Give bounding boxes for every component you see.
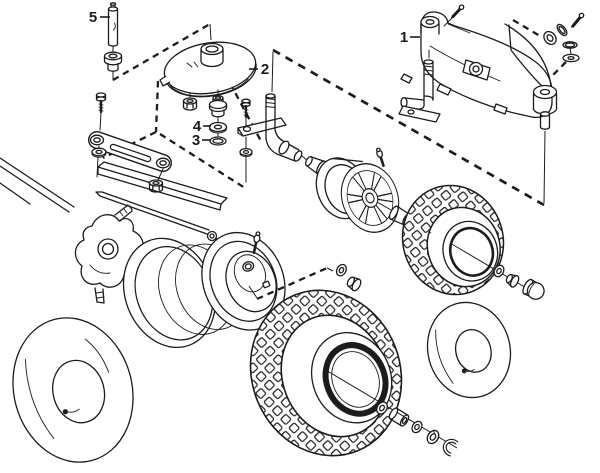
arm-bolt: [95, 92, 107, 131]
tire-medium: [401, 184, 505, 296]
flanged-bushing: [208, 89, 228, 118]
hub-nut: [505, 273, 520, 288]
tire-large: [249, 289, 403, 457]
arm-nut: [148, 168, 164, 193]
pin-bushing: [103, 45, 123, 81]
washer-leader: [326, 267, 334, 272]
axle-washer-2: [411, 420, 423, 434]
valve-stem: [252, 231, 261, 255]
axle-spindle: [398, 49, 441, 123]
callout-1: 1: [400, 29, 408, 46]
disc-leader-line: [209, 23, 212, 41]
ring-part3: [209, 132, 227, 146]
lock-washer: [426, 429, 440, 445]
callout-3: 3: [192, 132, 200, 149]
grease-fitting: [443, 4, 465, 27]
spindle-bolt: [241, 98, 251, 128]
hub-cap: [522, 278, 545, 300]
spindle-bracket: [237, 117, 287, 137]
grease-fitting-2: [570, 12, 585, 28]
klik-pin: [107, 2, 119, 47]
rim-dashed-line: [256, 266, 328, 301]
washer-part4: [208, 117, 228, 134]
callout-4: 4: [193, 118, 202, 135]
axle-washer-1: [376, 401, 388, 415]
valve-stem: [375, 147, 385, 167]
callouts: 1 2 3 4 5: [89, 9, 420, 149]
hub-washer: [493, 264, 505, 278]
steering-arm: [88, 131, 172, 172]
wheel-rim-large: [122, 231, 286, 349]
frame-rail: [0, 157, 75, 213]
inner-tube-right: [426, 301, 512, 399]
axle-bushing: [388, 407, 410, 427]
hex-nut: [182, 92, 198, 111]
wheel-spindle: [245, 93, 303, 162]
axle-assembly: [400, 11, 558, 130]
callout-5: 5: [89, 9, 97, 26]
axle-washer-group: [543, 23, 580, 63]
axle-flange-nut: [346, 276, 362, 292]
axle-leader-line: [543, 130, 546, 204]
dust-cover-disc: [159, 41, 257, 98]
callout-2: 2: [261, 61, 269, 78]
e-clip: [442, 438, 459, 457]
axle-washer: [335, 263, 348, 277]
spindle-leader-line: [271, 51, 274, 93]
inner-tube-left: [12, 317, 134, 463]
spoked-rim: [315, 147, 400, 233]
arm-washer: [91, 145, 107, 178]
spindle-washer: [239, 147, 253, 183]
